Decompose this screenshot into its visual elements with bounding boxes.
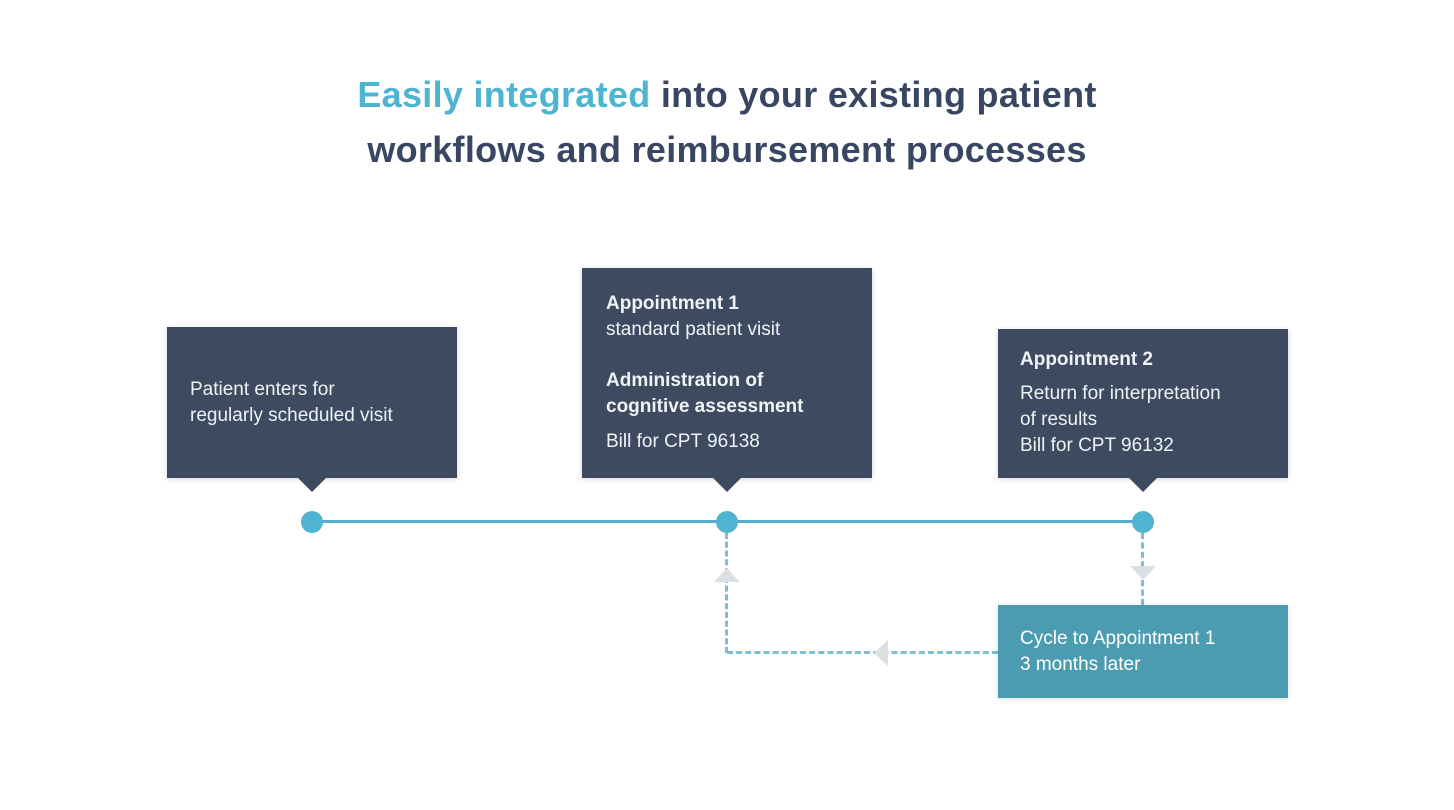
callout-patient-enters-text: Patient enters for regularly scheduled v… [190, 377, 393, 429]
page-title-line1-rest: into your existing patient [650, 74, 1097, 115]
arrow-up-icon [714, 568, 740, 582]
callout-line: cognitive assessment [606, 396, 804, 417]
appointment-1-administration: Administration of cognitive assessment [606, 368, 848, 420]
callout-appointment-2: Appointment 2 Return for interpretation … [998, 329, 1288, 492]
timeline-dot-3 [1132, 511, 1154, 533]
arrow-down-icon [1130, 566, 1156, 580]
cycle-line: Cycle to Appointment 1 [1020, 628, 1216, 649]
page-title-highlight: Easily integrated [357, 74, 651, 115]
page-title-line1: Easily integrated into your existing pat… [0, 67, 1454, 122]
appointment-1-heading: Appointment 1 [606, 293, 739, 314]
callout-tail-icon [712, 477, 742, 492]
cycle-line: 3 months later [1020, 654, 1141, 675]
callout-tail-icon [1128, 477, 1158, 492]
callout-tail-icon [297, 477, 327, 492]
dashed-connector-to-appointment-1 [725, 533, 728, 653]
callout-line: Return for interpretation [1020, 383, 1221, 404]
dashed-connector-horizontal [727, 651, 998, 654]
appointment-1-subheading: standard patient visit [606, 319, 781, 340]
callout-line: Administration of [606, 370, 764, 391]
appointment-1-bill: Bill for CPT 96138 [606, 431, 760, 452]
cycle-box: Cycle to Appointment 1 3 months later [998, 605, 1288, 698]
callout-line: of results [1020, 409, 1098, 430]
timeline-dot-1 [301, 511, 323, 533]
arrow-left-icon [874, 640, 888, 666]
page-title-line2: workflows and reimbursement processes [367, 129, 1087, 170]
appointment-2-bill: Bill for CPT 96132 [1020, 435, 1174, 456]
appointment-2-heading: Appointment 2 [1020, 349, 1153, 370]
callout-line: regularly scheduled visit [190, 404, 393, 426]
appointment-1-intro: Appointment 1 standard patient visit [606, 291, 848, 343]
page-title: Easily integrated into your existing pat… [0, 67, 1454, 177]
callout-line: Patient enters for [190, 378, 335, 400]
timeline-dot-2 [716, 511, 738, 533]
callout-patient-enters: Patient enters for regularly scheduled v… [167, 327, 457, 492]
callout-appointment-1: Appointment 1 standard patient visit Adm… [582, 268, 872, 492]
